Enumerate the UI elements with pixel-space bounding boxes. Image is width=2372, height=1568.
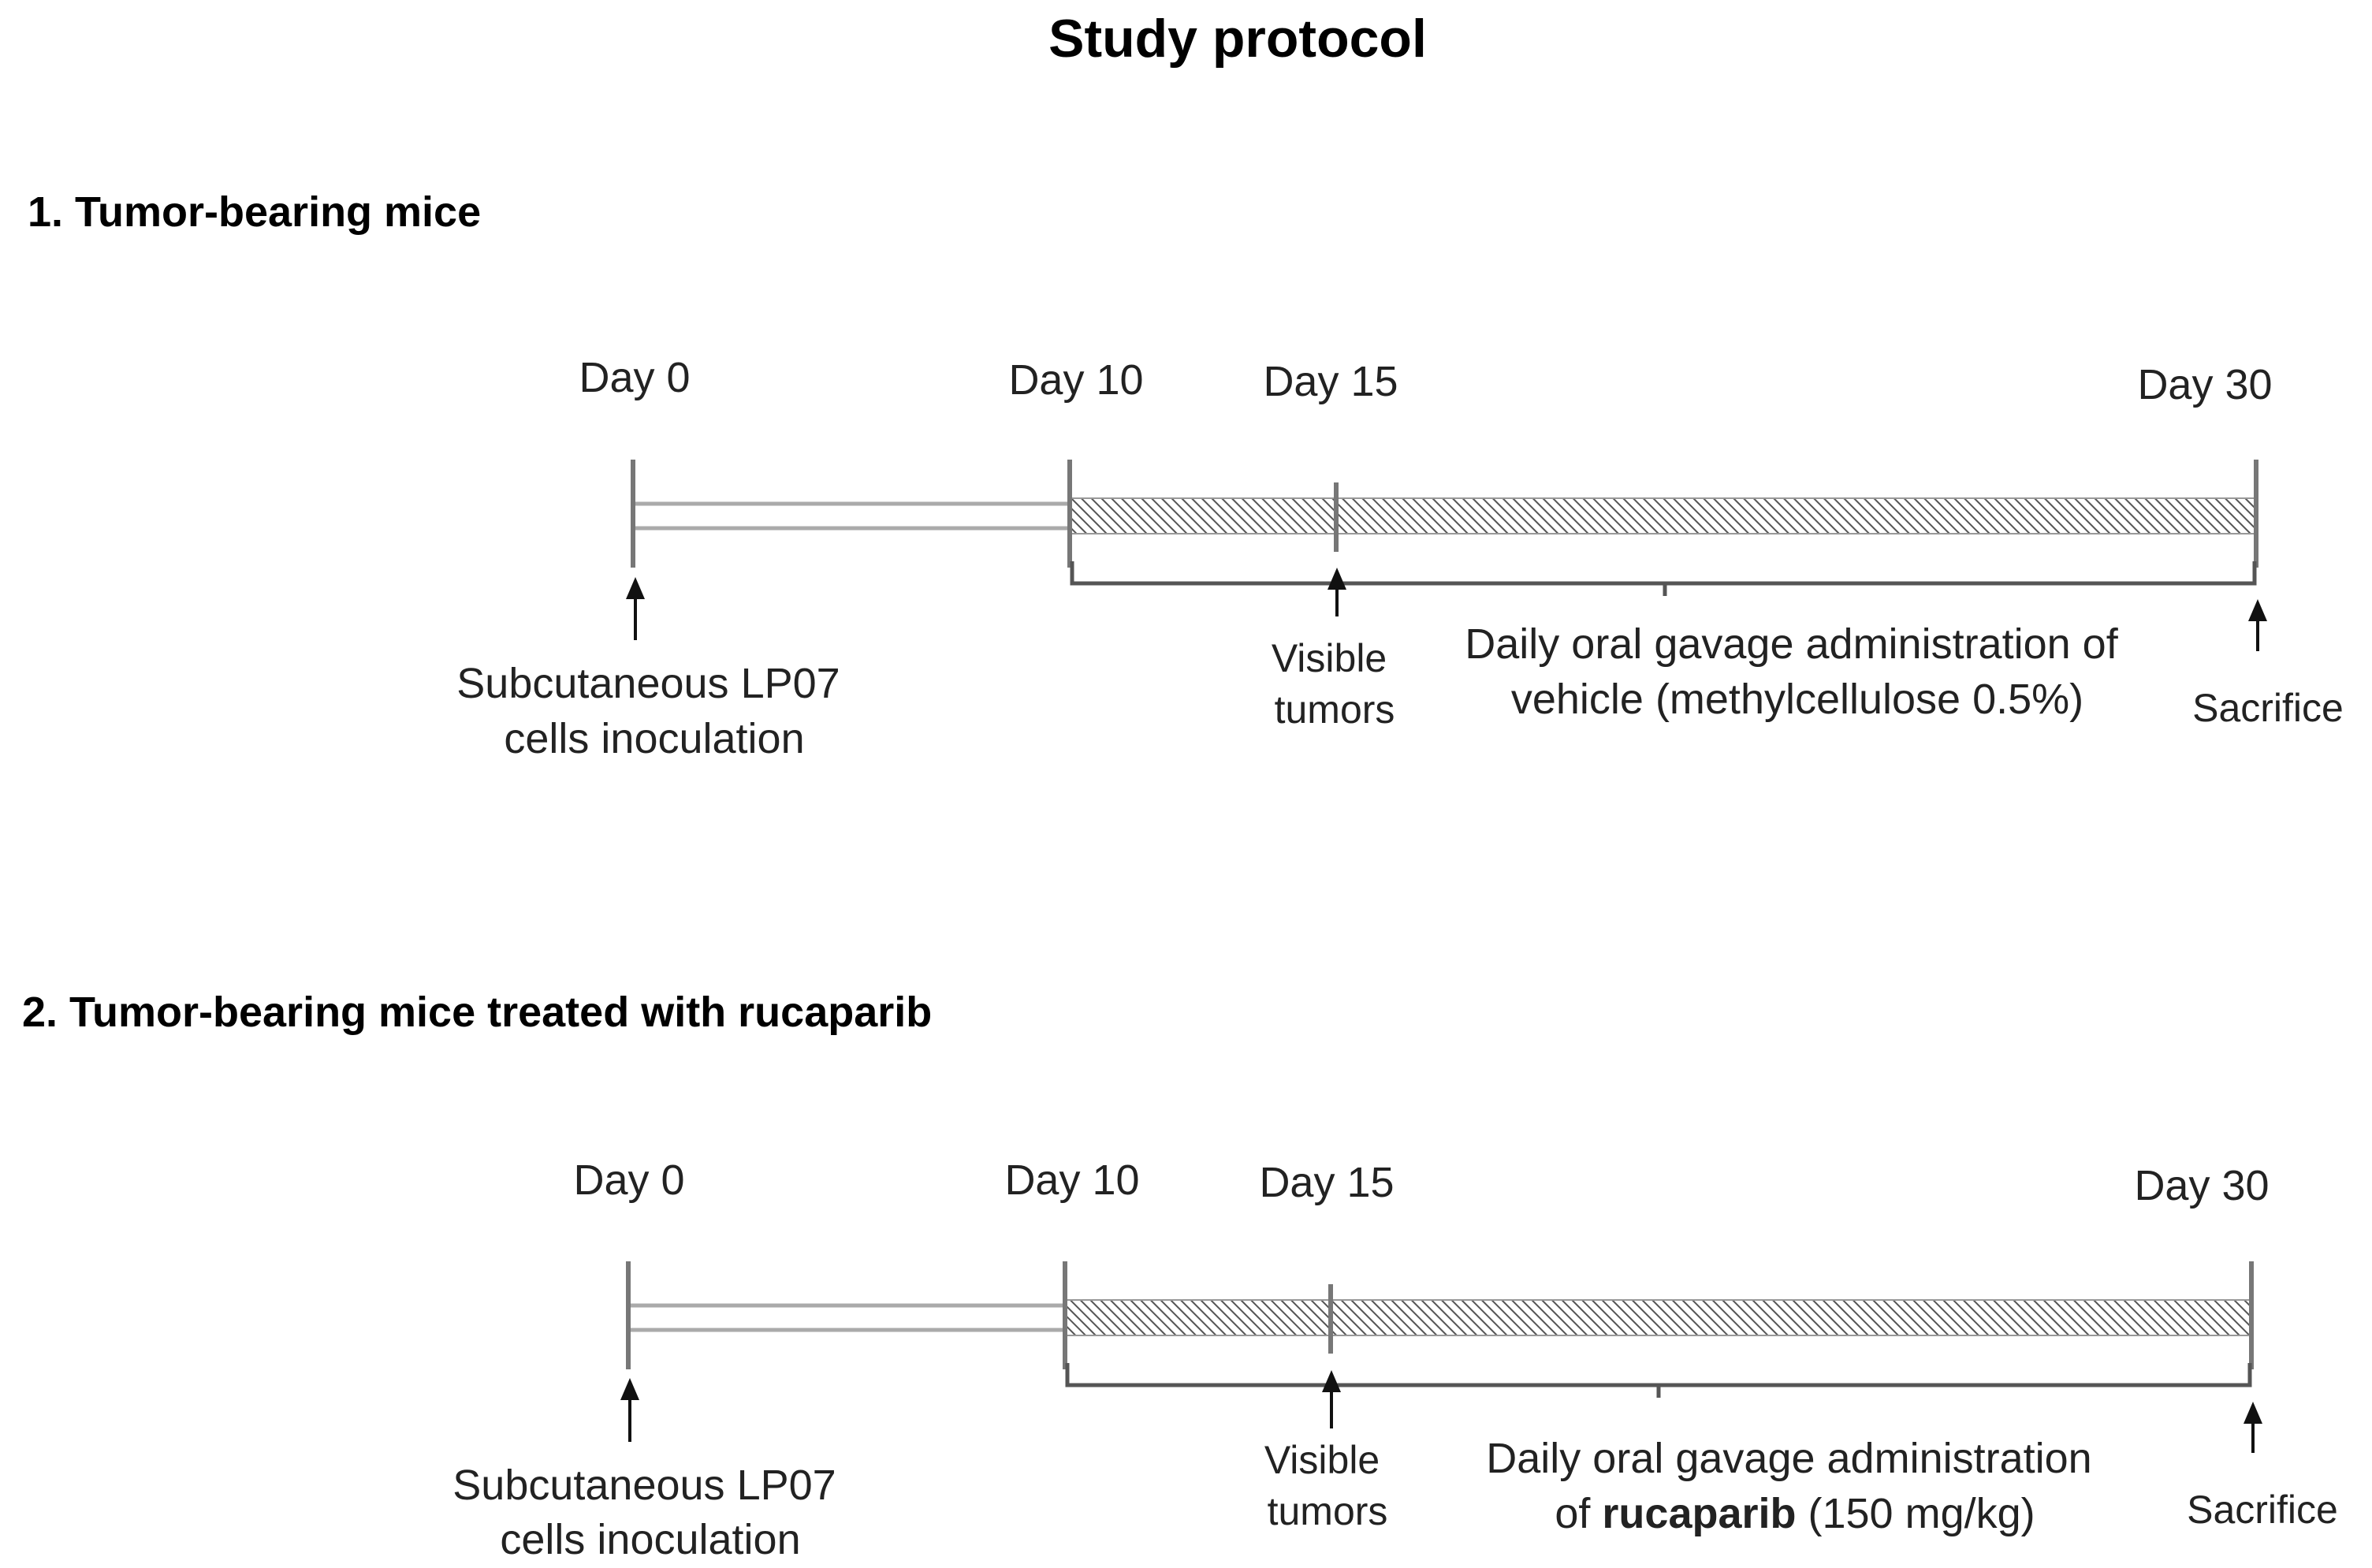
protocol-1-day-0: Day 0	[579, 354, 690, 401]
page-title: Study protocol	[1048, 9, 1427, 69]
protocol-1-day-15: Day 15	[1263, 358, 1398, 405]
protocol-2-day-0: Day 0	[573, 1156, 684, 1204]
protocol-2-inoculation-label: Subcutaneous LP07 cells inoculation	[452, 1462, 847, 1563]
protocol-2-visible-label: Visible tumors	[1264, 1438, 1391, 1533]
protocol-2-sacrifice-label: Sacrifice	[2187, 1488, 2338, 1532]
protocol-1-treatment-bar	[1069, 497, 2257, 534]
protocol-1-day-10: Day 10	[1008, 356, 1143, 404]
protocol-1-treatment-label: Daily oral gavage administration of vehi…	[1465, 620, 2129, 723]
protocol-1-treatment-bracket	[1070, 561, 2257, 596]
protocol-1-sacrifice-arrow	[2248, 599, 2267, 651]
protocol-1-inoculation-arrow	[626, 577, 645, 640]
protocol-1-day-30: Day 30	[2137, 361, 2272, 408]
protocol-2-day-15: Day 15	[1259, 1159, 1394, 1206]
protocol-2-day-30: Day 30	[2134, 1162, 2269, 1209]
protocol-2-sacrifice-arrow	[2244, 1402, 2262, 1453]
protocol-1-inoculation-label: Subcutaneous LP07 cells inoculation	[456, 660, 851, 762]
protocol-1-pre-phase-bar	[633, 501, 1070, 531]
protocol-2-treatment-bracket	[1065, 1363, 2252, 1398]
protocol-1-visible-arrow	[1328, 568, 1346, 616]
protocol-2-treatment-bar	[1064, 1299, 2252, 1336]
protocol-1-heading: 1. Tumor-bearing mice	[28, 188, 481, 236]
protocol-2: 2. Tumor-bearing mice treated with rucap…	[22, 989, 2338, 1563]
protocol-2-inoculation-arrow	[620, 1378, 639, 1442]
protocol-1-visible-label: Visible tumors	[1272, 636, 1398, 732]
protocol-1: 1. Tumor-bearing mice Day 0 Day 10 Day 1…	[28, 188, 2344, 762]
protocol-2-heading: 2. Tumor-bearing mice treated with rucap…	[22, 989, 932, 1036]
protocol-2-visible-arrow	[1322, 1370, 1341, 1428]
protocol-1-sacrifice-label: Sacrifice	[2192, 686, 2344, 730]
protocol-2-day-10: Day 10	[1004, 1156, 1139, 1204]
protocol-2-treatment-label: Daily oral gavage administration of ruca…	[1486, 1435, 2103, 1537]
drug-name: rucaparib	[1602, 1490, 1796, 1537]
protocol-2-pre-phase-bar	[628, 1303, 1065, 1332]
